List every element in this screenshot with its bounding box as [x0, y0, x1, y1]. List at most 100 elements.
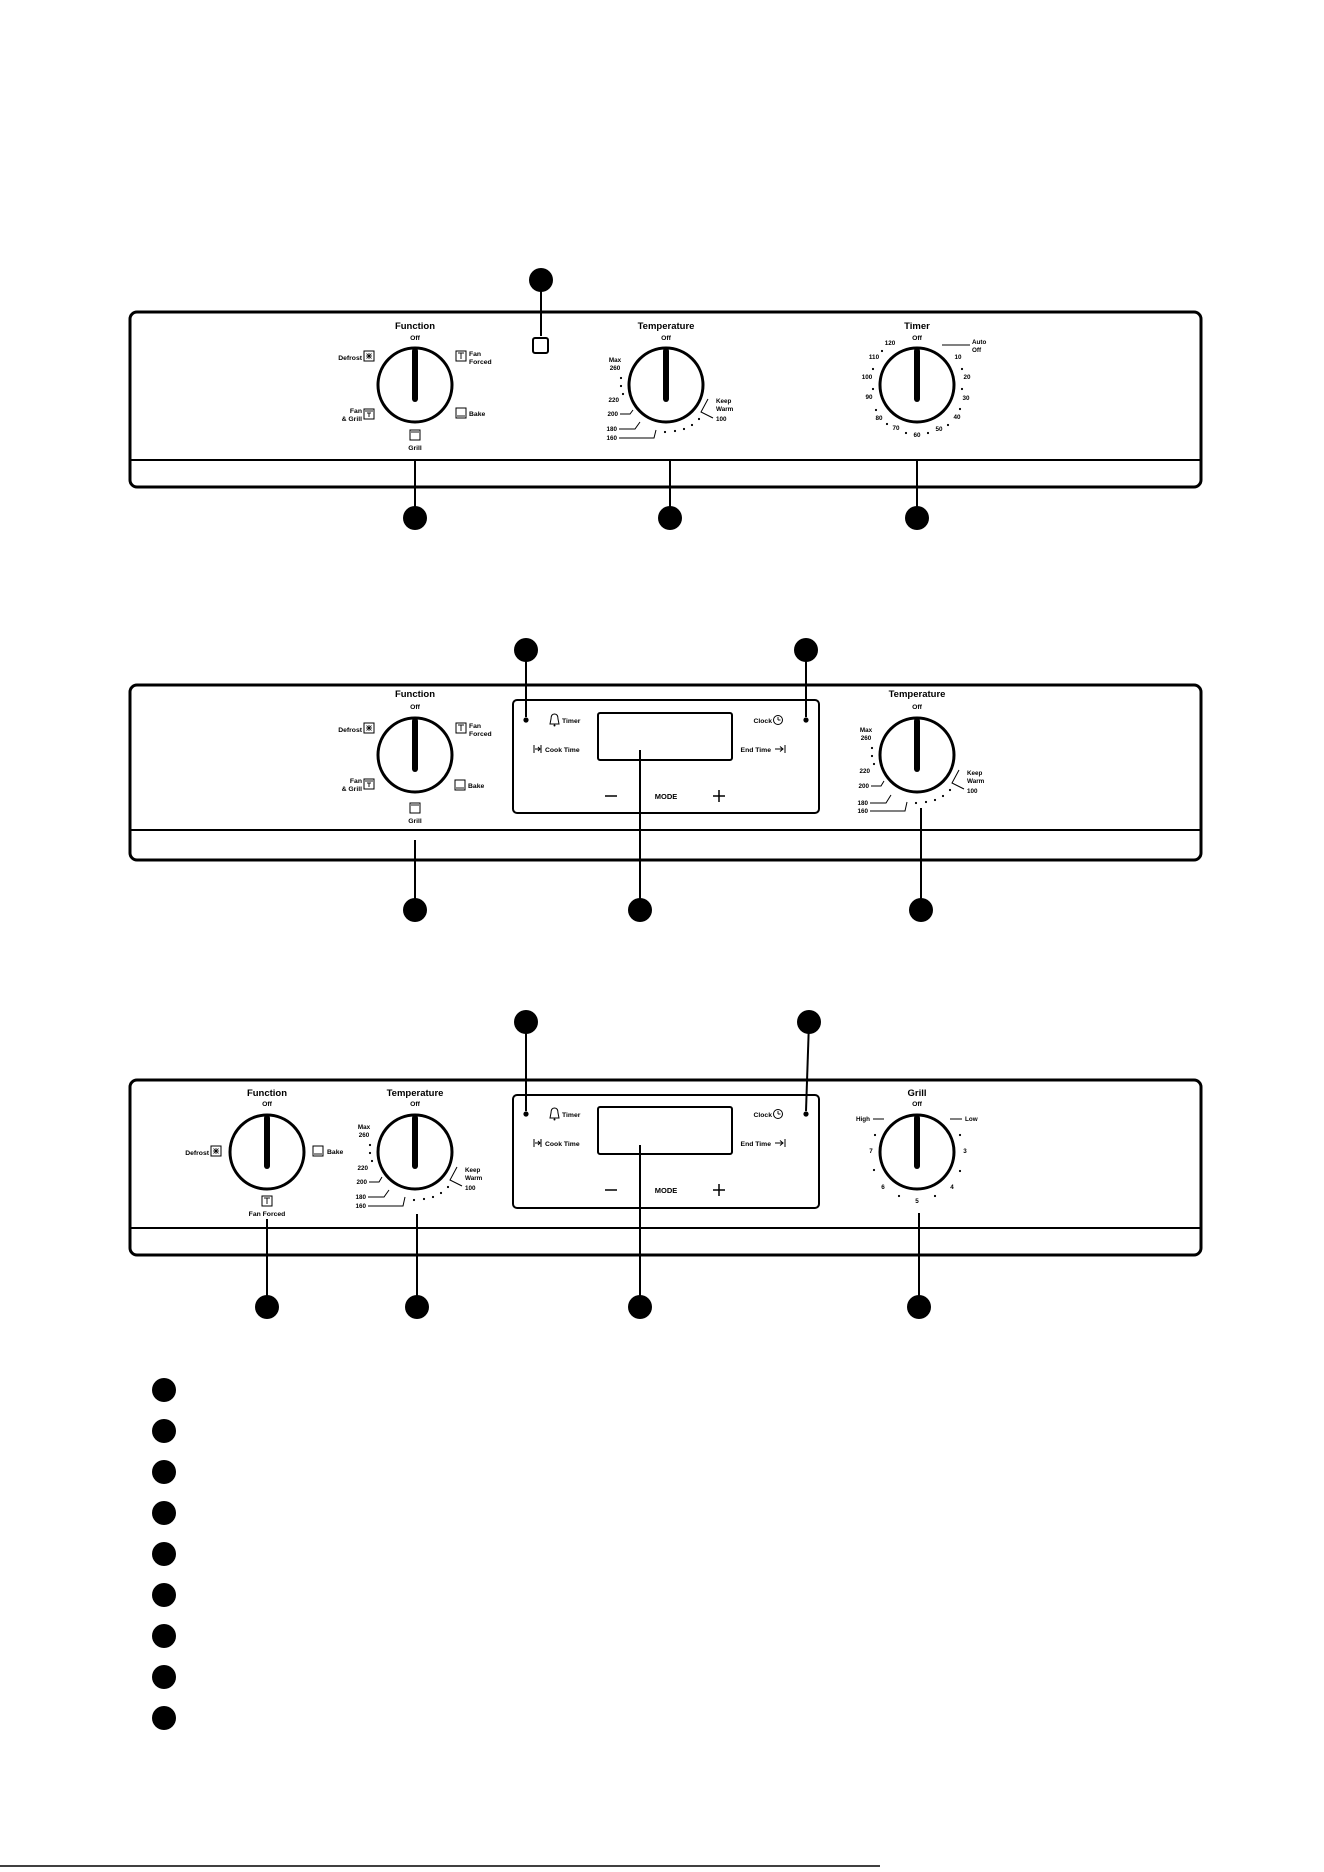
fan-grill-label-1: Fan — [350, 778, 362, 785]
function-knob-group: Function Off Defrost Bake Fan — [185, 1088, 343, 1218]
callout-marker — [628, 1295, 652, 1319]
temp-160-label: 160 — [606, 435, 617, 442]
panel-2: Function Off Defrost Fan Forced Fan & Gr… — [128, 638, 1203, 922]
cook-time-button-label[interactable]: Cook Time — [545, 1141, 580, 1148]
mode-button-label[interactable]: MODE — [655, 1186, 678, 1195]
mode-button-label[interactable]: MODE — [655, 792, 678, 801]
forced-label: Forced — [469, 731, 492, 738]
plus-button[interactable] — [713, 790, 725, 802]
legend-marker — [152, 1501, 176, 1525]
indicator-light — [532, 337, 549, 354]
temperature-off-label: Off — [912, 704, 923, 711]
panel-1: Function Off Defrost Fan Forced Fan & Gr… — [128, 268, 1203, 530]
callout-marker — [514, 638, 538, 662]
timer-knob-group: Timer Off Auto Off 120 110 100 90 80 70 … — [862, 321, 987, 439]
temperature-knob-title: Temperature — [889, 689, 946, 700]
function-knob-title: Function — [247, 1088, 287, 1099]
temp-100-label: 100 — [716, 416, 727, 423]
fan-grill-icon — [363, 778, 375, 790]
cook-time-icon — [533, 1139, 542, 1147]
grill-scale-dots — [872, 1133, 962, 1198]
temp-keep-label: Keep — [716, 398, 732, 405]
display-module: Timer Clock Cook Time End Time — [512, 1010, 821, 1319]
timer-button-label[interactable]: Timer — [562, 718, 581, 725]
callout-marker — [529, 268, 553, 292]
panel-3-frame — [128, 1078, 1203, 1257]
timer-80-label: 80 — [875, 415, 883, 422]
callout-marker — [514, 1010, 538, 1034]
defrost-label: Defrost — [338, 355, 363, 362]
bake-icon — [312, 1145, 324, 1157]
grill-6-label: 6 — [881, 1184, 885, 1191]
bake-label: Bake — [327, 1149, 343, 1156]
temp-260-label: 260 — [861, 735, 872, 742]
leader-line — [870, 801, 908, 812]
leader-line — [619, 429, 657, 439]
temperature-scale-dots — [368, 1143, 450, 1202]
end-time-icon — [775, 745, 786, 753]
temp-160-label: 160 — [857, 808, 868, 815]
callout-marker — [797, 1010, 821, 1034]
leader-line — [951, 769, 965, 790]
callout-line — [805, 1021, 810, 1112]
temp-160-label: 160 — [355, 1203, 366, 1210]
function-knob-title: Function — [395, 321, 435, 332]
grill-icon — [409, 429, 421, 441]
end-time-button-label[interactable]: End Time — [741, 1141, 772, 1148]
timer-100-label: 100 — [862, 374, 873, 381]
temperature-knob-group: Temperature Off Max 260 220 200 180 160 … — [606, 321, 733, 442]
timer-button-label[interactable]: Timer — [562, 1112, 581, 1119]
callout-marker — [403, 506, 427, 530]
display-module: Timer Clock Cook Time End Time — [512, 638, 820, 922]
legend-marker — [152, 1419, 176, 1443]
temp-200-label: 200 — [356, 1179, 367, 1186]
defrost-icon — [210, 1145, 222, 1157]
fan-forced-icon — [261, 1195, 273, 1207]
plus-button[interactable] — [713, 1184, 725, 1196]
callout-marker — [907, 1295, 931, 1319]
grill-knob-group: Grill Off High Low 7 6 5 4 3 — [856, 1088, 978, 1205]
grill-4-label: 4 — [950, 1184, 954, 1191]
leader-line — [368, 1189, 390, 1198]
timer-50-label: 50 — [935, 426, 943, 433]
fan-grill-label-1: Fan — [350, 408, 362, 415]
legend-marker — [152, 1460, 176, 1484]
lcd-screen — [597, 1106, 733, 1155]
clock-button-label[interactable]: Clock — [753, 718, 772, 725]
grill-7-label: 7 — [869, 1148, 873, 1155]
panel-2-frame — [128, 683, 1203, 862]
lcd-screen — [597, 712, 733, 761]
clock-indicator-dot — [803, 1111, 809, 1117]
timer-70-label: 70 — [892, 425, 900, 432]
defrost-icon — [363, 350, 375, 362]
temp-warm-label: Warm — [967, 778, 985, 785]
legend-markers — [152, 1378, 176, 1730]
function-off-label: Off — [410, 335, 421, 342]
grill-off-label: Off — [912, 1101, 923, 1108]
callout-marker — [403, 898, 427, 922]
forced-label: Forced — [469, 359, 492, 366]
clock-icon — [773, 715, 783, 725]
end-time-button-label[interactable]: End Time — [741, 747, 772, 754]
legend-marker — [152, 1624, 176, 1648]
legend-marker — [152, 1378, 176, 1402]
clock-button-label[interactable]: Clock — [753, 1112, 772, 1119]
callout-marker — [658, 506, 682, 530]
temp-200-label: 200 — [858, 783, 869, 790]
grill-5-label: 5 — [915, 1198, 919, 1205]
temp-keep-label: Keep — [465, 1167, 481, 1174]
timer-auto-label: Auto — [972, 339, 986, 346]
grill-icon — [409, 802, 421, 814]
cook-time-button-label[interactable]: Cook Time — [545, 747, 580, 754]
leader-line — [870, 794, 892, 804]
display-module-frame — [512, 1094, 820, 1209]
clock-icon — [773, 1109, 783, 1119]
temp-warm-label: Warm — [716, 406, 734, 413]
leader-line — [700, 398, 714, 419]
timer-90-label: 90 — [865, 394, 873, 401]
temp-100-label: 100 — [465, 1185, 476, 1192]
grill-knob-title: Grill — [907, 1088, 926, 1099]
defrost-label: Defrost — [185, 1150, 210, 1157]
panel-1-frame — [128, 310, 1203, 489]
